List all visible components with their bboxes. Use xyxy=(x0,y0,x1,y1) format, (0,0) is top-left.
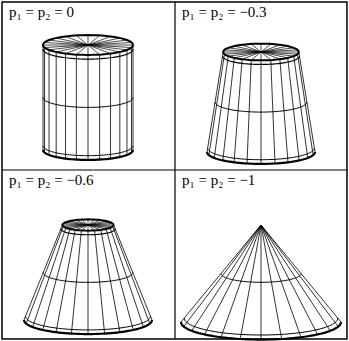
top-rim xyxy=(43,35,133,55)
panel-divider xyxy=(2,169,347,170)
parameter-label: p₁ = p₂ = 0 xyxy=(7,4,76,21)
cap-spoke xyxy=(88,45,100,55)
cap-spoke xyxy=(88,35,89,45)
bottom-rim xyxy=(24,320,152,334)
cap-spoke xyxy=(88,42,131,45)
cap-spoke xyxy=(88,224,113,225)
parameter-label: p₁ = p₂ = −1 xyxy=(180,172,257,189)
cap-spoke xyxy=(88,45,111,54)
bottom-ring xyxy=(184,318,338,335)
top-ring xyxy=(43,49,133,59)
cap-spoke xyxy=(76,35,88,45)
tapered-cylinder xyxy=(24,219,152,334)
cap-spoke xyxy=(63,225,88,226)
cap-spoke xyxy=(88,45,89,55)
middle-ring xyxy=(43,273,133,283)
cap-spoke xyxy=(261,50,298,52)
bottom-rim xyxy=(181,322,341,340)
cap-spoke xyxy=(49,45,88,50)
cap-spoke xyxy=(45,45,88,48)
middle-ring xyxy=(43,98,133,108)
cap-spoke xyxy=(66,36,89,45)
top-rim xyxy=(223,44,299,61)
parameter-label: p₁ = p₂ = −0.3 xyxy=(180,4,269,21)
outer-frame xyxy=(2,2,347,339)
cap-spoke xyxy=(261,44,262,52)
cap-spoke xyxy=(88,40,127,45)
bottom-rim xyxy=(43,150,133,160)
middle-ring xyxy=(215,102,307,112)
bottom-ring xyxy=(208,148,315,160)
cap-spoke xyxy=(261,52,280,59)
tapered-cylinder xyxy=(43,35,133,160)
middle-ring xyxy=(221,274,301,283)
cap-spoke xyxy=(261,52,262,60)
bottom-ring xyxy=(43,146,133,156)
top-ring xyxy=(223,56,300,64)
tapered-cylinder xyxy=(181,225,341,340)
tapered-cylinder xyxy=(207,44,315,164)
top-rim xyxy=(62,219,113,230)
bottom-rim xyxy=(207,152,315,164)
cap-spoke xyxy=(261,52,271,60)
cap-spoke xyxy=(242,45,261,52)
top-ring xyxy=(61,229,115,235)
parameter-label: p₁ = p₂ = −0.6 xyxy=(7,172,96,189)
bottom-ring xyxy=(26,316,151,330)
cap-spoke xyxy=(251,44,261,52)
